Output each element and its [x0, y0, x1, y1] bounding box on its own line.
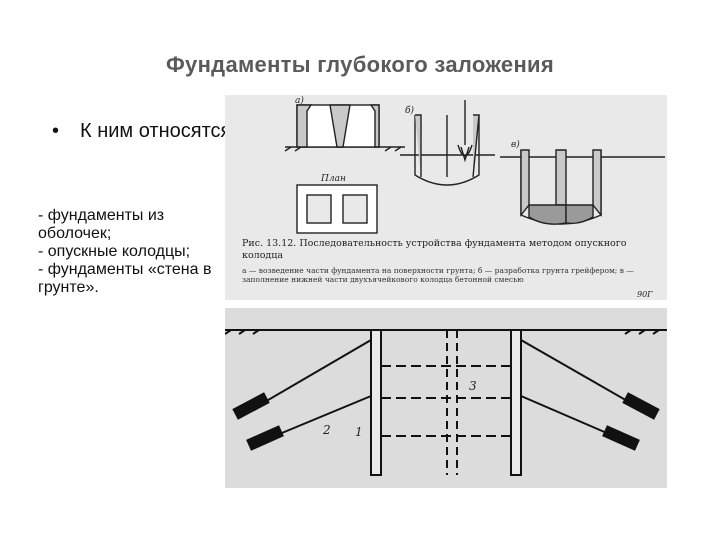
caisson-sequence-drawing: а) б) в) План 90Г	[284, 95, 665, 299]
label-1: 1	[355, 425, 363, 439]
label-3: 3	[469, 379, 477, 393]
slurry-wall-figure-scan: 3 1 2	[225, 308, 667, 488]
figure-caption: Рис. 13.12. Последовательность устройств…	[242, 238, 662, 284]
label-2: 2	[322, 423, 331, 437]
caption-details: а — возведение части фундамента на повер…	[242, 266, 634, 284]
part-label-a: а)	[295, 95, 304, 106]
caption-title: Рис. 13.12. Последовательность устройств…	[242, 238, 627, 261]
part-label-c: в)	[511, 139, 520, 150]
plan-label: План	[320, 174, 346, 184]
list-item: - фундаменты из оболочек;	[38, 207, 165, 242]
bullet-text: К ним относятся:	[80, 120, 237, 142]
part-label-b: б)	[405, 105, 414, 116]
slide-title: Фундаменты глубокого заложения	[165, 52, 555, 77]
slurry-wall-drawing: 3 1 2	[225, 329, 667, 476]
caisson-figure-scan: а) б) в) План 90Г Рис. 13.12. Последоват…	[225, 95, 667, 300]
bullet-marker: •	[52, 120, 60, 142]
corner-mark: 90Г	[637, 290, 653, 299]
list-item: - фундаменты «стена в грунте».	[38, 261, 212, 296]
foundation-types-list: - фундаменты из оболочек; - опускные кол…	[38, 207, 228, 297]
list-item: - опускные колодцы;	[38, 243, 191, 260]
